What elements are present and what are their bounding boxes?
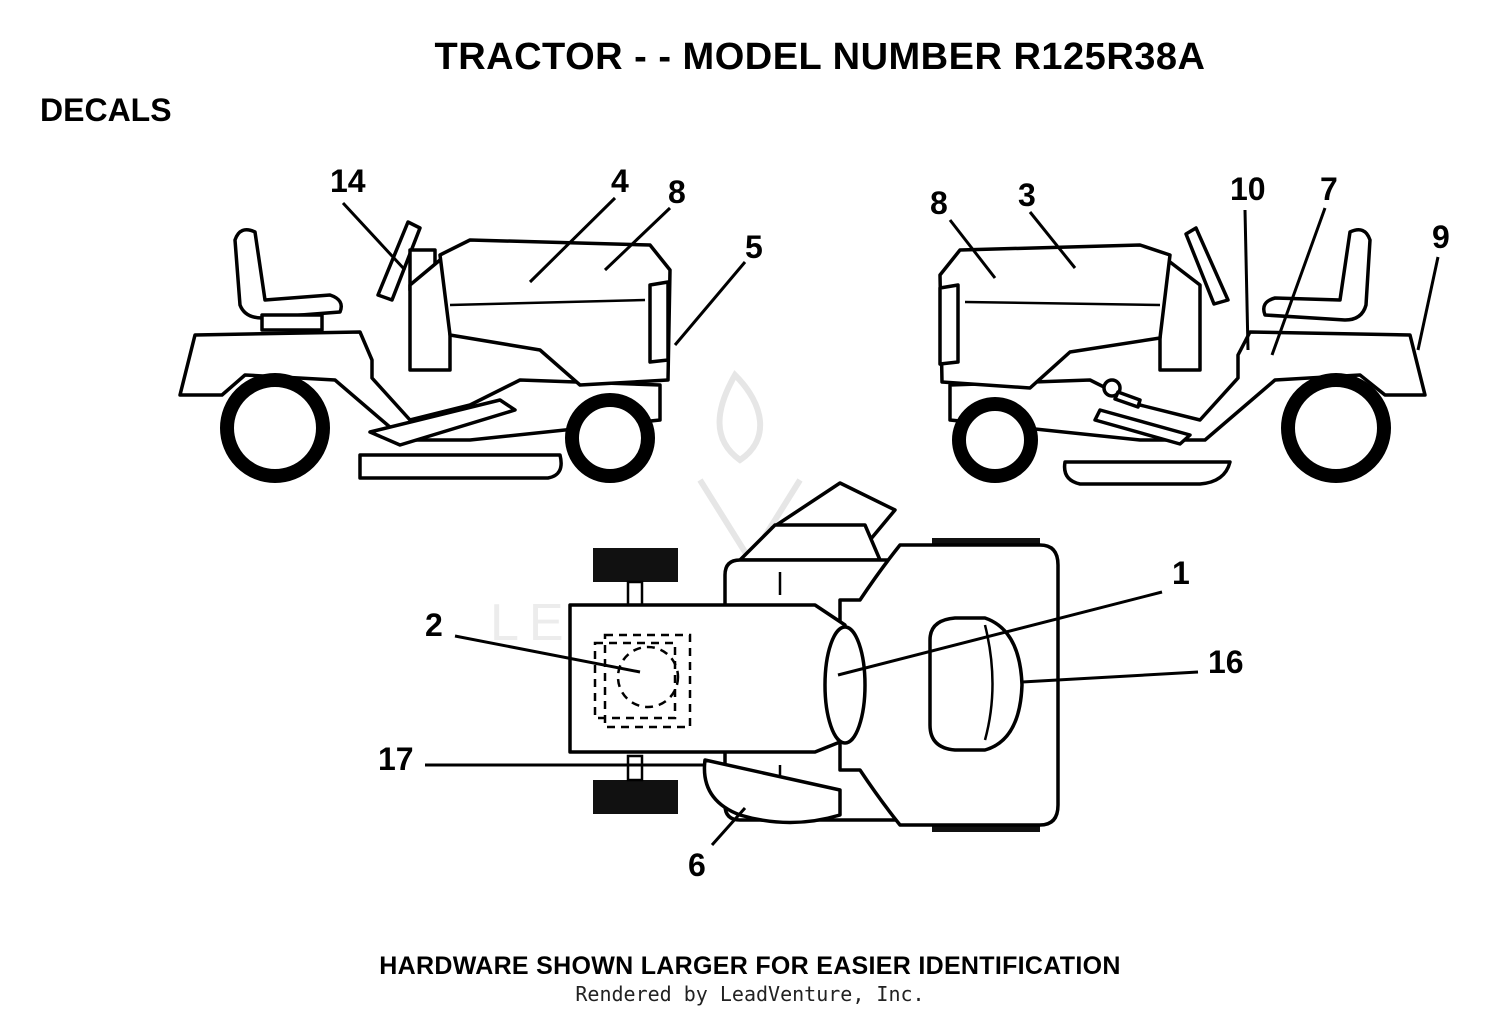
callout-16: 16 [1208, 644, 1244, 680]
callout-1: 1 [1172, 555, 1190, 591]
leader-lines [341, 196, 1440, 846]
tractor-left-view [178, 220, 672, 483]
callout-4: 4 [611, 163, 629, 199]
callout-17: 17 [378, 741, 414, 777]
tractor-right-view [938, 226, 1427, 486]
callout-10: 10 [1230, 171, 1266, 207]
rear-tire-top [593, 548, 678, 582]
callout-9: 9 [1432, 219, 1450, 255]
callout-numbers: 14 4 8 5 8 3 10 7 9 1 2 16 17 6 [330, 163, 1450, 883]
section-label: DECALS [40, 92, 172, 128]
credit-line: Rendered by LeadVenture, Inc. [575, 982, 925, 1006]
callout-8-left: 8 [668, 174, 686, 210]
diagram-title: TRACTOR - - MODEL NUMBER R125R38A [434, 36, 1206, 78]
callout-14: 14 [330, 163, 366, 199]
callout-7: 7 [1320, 171, 1338, 207]
callout-2: 2 [425, 607, 443, 643]
rear-tire-bottom [593, 780, 678, 814]
callout-3: 3 [1018, 177, 1036, 213]
footer-note: HARDWARE SHOWN LARGER FOR EASIER IDENTIF… [379, 952, 1121, 980]
callout-8-right: 8 [930, 185, 948, 221]
tractor-top-view [568, 481, 1060, 832]
callout-5: 5 [745, 229, 763, 265]
callout-6: 6 [688, 847, 706, 883]
